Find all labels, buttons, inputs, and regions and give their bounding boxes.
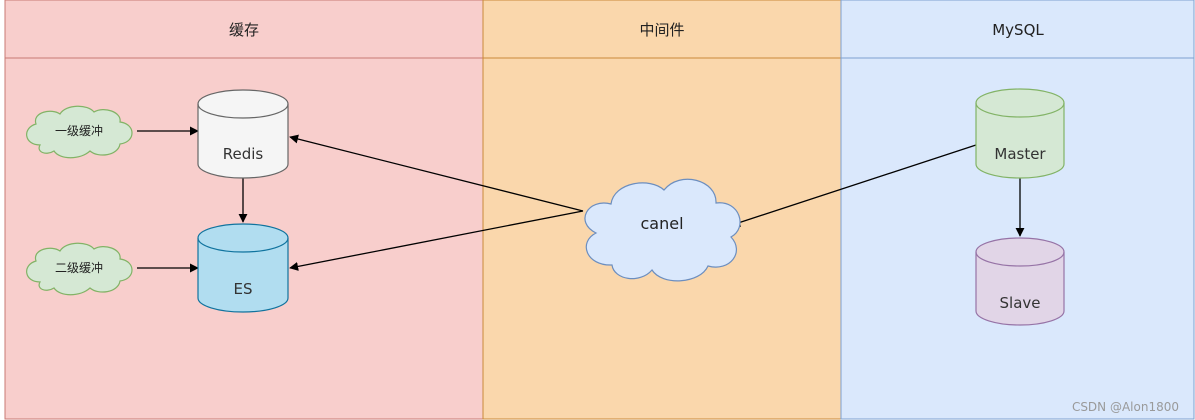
es-database-icon: ES [197,223,289,313]
master-body [975,88,1065,179]
slave-label: Slave [1000,294,1041,312]
canel-label: canel [640,214,683,233]
master-label: Master [994,145,1046,163]
lane-middleware-header [482,0,842,59]
watermark: CSDN @Alon1800 [1071,400,1179,414]
buffer-1-label: 一级缓冲 [55,123,103,138]
slave-body [975,237,1065,326]
lane-mysql: MySQL [840,0,1195,420]
slave-database-icon: Slave [975,237,1065,326]
buffer-2-shape [26,242,133,296]
canel-shape [584,178,741,282]
redis-top-rim [197,103,289,119]
edge-canel-redis [289,134,584,212]
redis-label: Redis [223,145,264,163]
slave-top-rim [975,251,1065,267]
lane-middleware-title: 中间件 [639,21,684,39]
edge-master-canel [731,144,977,227]
redis-database-icon: Redis [197,89,289,179]
buffer-1-cloud: 一级缓冲 [26,105,133,159]
buffer-2-label: 二级缓冲 [55,260,103,275]
master-top-rim [975,102,1065,118]
lane-cache-title: 缓存 [229,21,259,39]
master-database-icon: Master [975,88,1065,179]
canel-cloud: canel [584,178,741,282]
es-top-rim [197,237,289,253]
lane-cache: 缓存 [4,0,484,420]
buffer-2-cloud: 二级缓冲 [26,242,133,296]
edges [137,126,1025,273]
edge-canel-es [289,210,584,271]
lane-mysql-title: MySQL [992,21,1044,39]
es-label: ES [234,280,253,298]
es-body [197,223,289,313]
redis-body [197,89,289,179]
buffer-1-shape [26,105,133,159]
lane-cache-header [4,0,484,59]
lane-mysql-header [840,0,1195,59]
